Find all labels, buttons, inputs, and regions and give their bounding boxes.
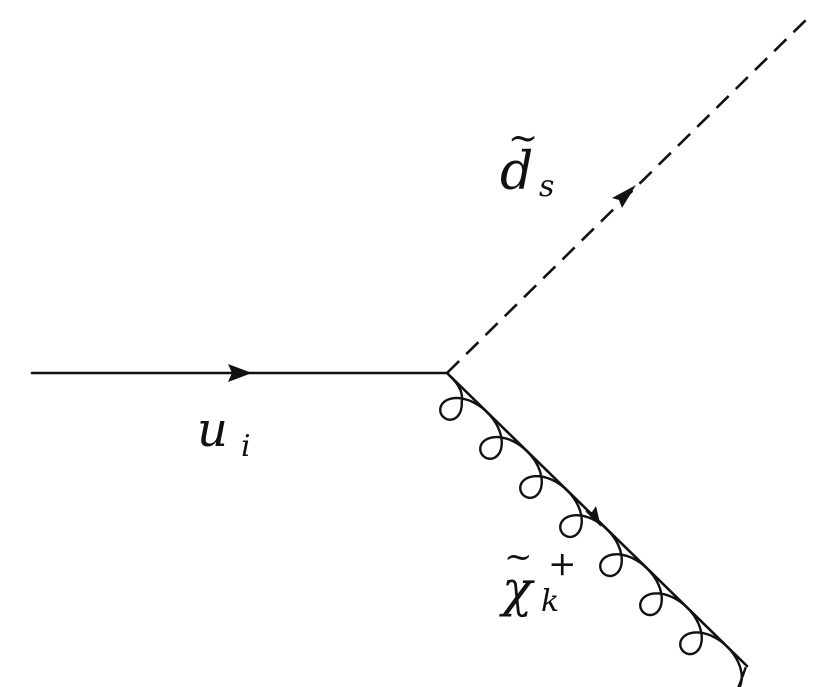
chargino-coil [439,372,747,687]
squark-label: ~ d s [500,118,554,204]
chargino-label: ~ χ k + [499,537,577,619]
chargino-label-tilde: ~ [504,537,533,577]
squark-arrow-icon [612,185,636,208]
chargino-label-base: χ [499,560,535,618]
chargino-label-subscript: k [541,584,559,619]
quark-arrow-icon [228,364,252,382]
squark-label-subscript: s [539,169,554,204]
quark-label: u i [197,402,251,464]
squark-label-base: d [500,142,533,202]
quark-label-subscript: i [241,429,251,464]
quark-label-base: u [197,402,228,458]
squark-label-tilde: ~ [508,118,538,159]
chargino-label-superscript: + [548,544,577,584]
